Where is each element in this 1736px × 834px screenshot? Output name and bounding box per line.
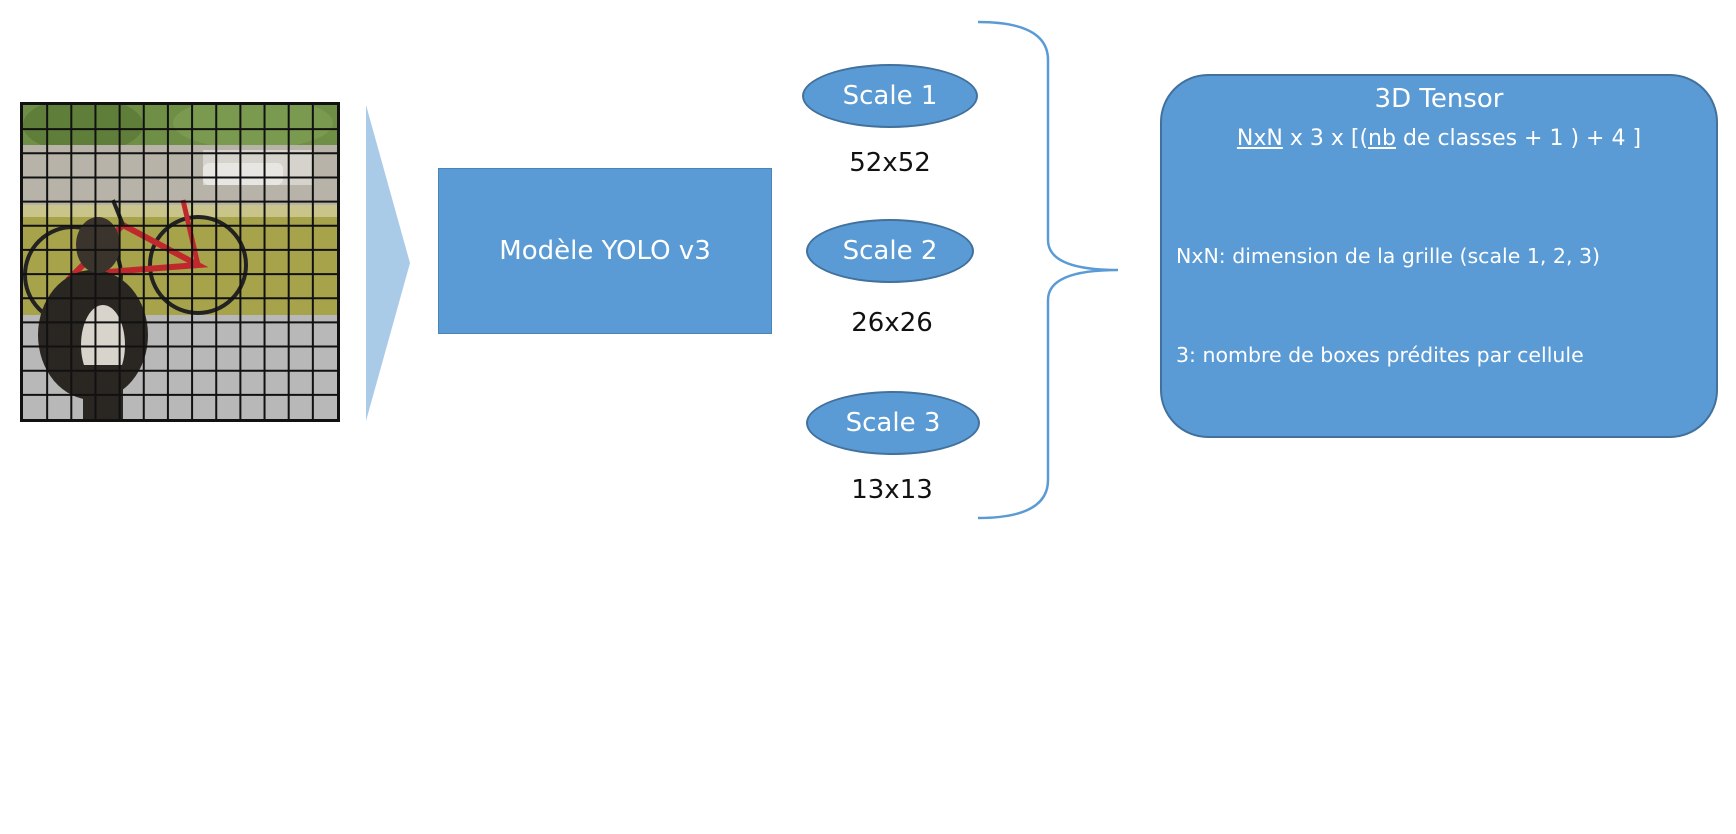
tensor-box: 3D Tensor NxN x 3 x [(nb de classes + 1 … (1160, 74, 1718, 763)
tensor-line: Nb de classes: probabilités pour chaque … (1176, 739, 1657, 763)
formula-nb: nb (1368, 126, 1396, 151)
tensor-formula: NxN x 3 x [(nb de classes + 1 ) + 4 ] (1162, 126, 1716, 151)
scale-3-size: 13x13 (851, 475, 933, 505)
tensor-line: 4: coordonnées du centre (x, y) et (1176, 442, 1526, 466)
scale-3-ellipse: Scale 3 (806, 391, 980, 455)
scale-2-label: Scale 2 (842, 236, 938, 266)
scale-3-label: Scale 3 (845, 408, 941, 438)
model-label: Modèle YOLO v3 (499, 236, 711, 266)
grid-overlay (23, 105, 337, 419)
tensor-line: NxN: dimension de la grille (scale 1, 2,… (1176, 244, 1601, 268)
scale-2-size: 26x26 (851, 308, 933, 338)
model-box: Modèle YOLO v3 (438, 168, 772, 334)
scale-1-label: Scale 1 (842, 81, 938, 111)
curly-brace (970, 20, 1130, 524)
scale-1-ellipse: Scale 1 (802, 64, 978, 128)
scale-2-ellipse: Scale 2 (806, 219, 974, 283)
formula-nxn: NxN (1236, 126, 1283, 151)
formula-middle: x 3 x [( (1282, 126, 1369, 151)
tensor-line: hauteur/largeur (h, w) de la bounding bo… (1176, 541, 1612, 565)
input-image-grid (20, 102, 340, 422)
scale-1-size: 52x52 (849, 148, 931, 178)
tensor-description: NxN: dimension de la grille (scale 1, 2,… (1176, 174, 1657, 834)
formula-end: de classes + 1 ) + 4 ] (1395, 126, 1642, 151)
tensor-line: 1: probabilité d’avoir effectivement un … (1176, 640, 1630, 664)
tensor-line: 3: nombre de boxes prédites par cellule (1176, 343, 1584, 367)
flow-arrow-shape (366, 105, 416, 425)
photo-illustration (23, 105, 337, 419)
tensor-title: 3D Tensor (1374, 84, 1504, 114)
